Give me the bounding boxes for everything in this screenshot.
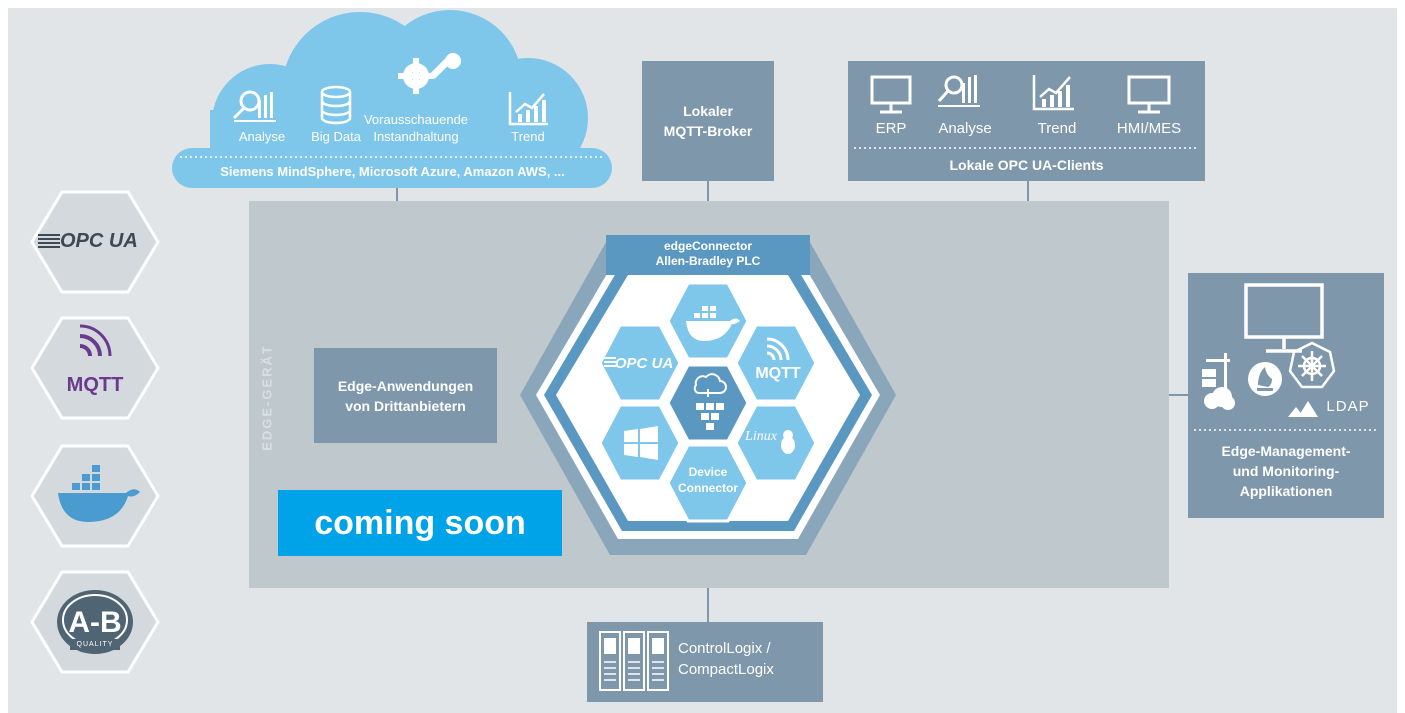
cloud-maintenance-label-1: Vorausschauende — [363, 112, 469, 127]
kubernetes-icon — [1288, 341, 1336, 389]
opcua-small-hex — [598, 323, 682, 403]
cloud-analytics-icon — [232, 90, 276, 122]
plc-label-2: CompactLogix — [678, 661, 774, 678]
edge-device-label: EDGE-GERÄT — [259, 344, 275, 451]
management-icons — [1194, 283, 1378, 431]
cloud-database-icon — [320, 85, 352, 125]
connector-linux-label: Linux — [745, 429, 777, 444]
connector-opcua-label: OPC UA — [614, 355, 674, 372]
opc-trend-icon — [1032, 75, 1074, 111]
opc-hmi-label: HMI/MES — [1116, 120, 1182, 137]
opc-clients-title: Lokale OPC UA-Clients — [949, 157, 1104, 173]
cloud-shape — [172, 10, 612, 188]
cloud-maintenance-label-2: Instandhaltung — [373, 129, 459, 144]
docker-small-icon — [686, 306, 740, 341]
mqtt-wave-icon — [79, 324, 112, 357]
opcua-small-stripes — [604, 357, 616, 367]
connector-mqtt-label: MQTT — [755, 365, 801, 382]
connector-device-label-2: Connector — [678, 481, 738, 495]
docker-whale-icon — [58, 465, 140, 522]
cloud-gear-wrench-icon — [398, 53, 461, 94]
cloud-trend-label: Trend — [511, 129, 545, 144]
side-opcua-stripes — [38, 234, 60, 248]
opc-analytics-icon — [937, 75, 980, 107]
connector-title-bar — [606, 235, 810, 275]
prometheus-icon — [1248, 362, 1282, 396]
connector-title-2: Allen-Bradley PLC — [655, 254, 761, 268]
side-mqtt-logo: MQTT — [66, 374, 124, 396]
opc-clients-box — [848, 61, 1205, 181]
mqtt-hex — [30, 316, 160, 420]
management-label-1: Edge-Management- — [1221, 443, 1351, 459]
opc-erp-label: ERP — [875, 120, 907, 137]
connector-title-1: edgeConnector — [663, 239, 752, 253]
container-crane-icon — [1202, 353, 1235, 410]
third-party-label-2: von Drittanbietern — [345, 397, 466, 414]
plc-rack-icon — [599, 631, 669, 691]
management-monitor-icon — [1244, 283, 1324, 353]
mqtt-broker-box: Lokaler MQTT-Broker — [642, 61, 774, 181]
device-small-hex — [666, 443, 750, 523]
opc-trend-label: Trend — [1037, 120, 1077, 137]
management-label-3: Applikationen — [1239, 483, 1333, 499]
connector-device-label-1: Device — [688, 465, 728, 479]
coming-soon-badge: coming soon — [278, 490, 562, 556]
plc-label-1: ControlLogix / — [678, 640, 771, 657]
cloud-trend-icon — [508, 92, 548, 126]
management-label-2: und Monitoring- — [1232, 463, 1340, 479]
broker-label-1: Lokaler — [683, 103, 733, 119]
cloud-analyse-label: Analyse — [238, 129, 286, 144]
side-opcua-logo: OPC UA — [60, 230, 138, 252]
windows-small-icon — [624, 426, 658, 460]
plc-box — [587, 622, 823, 702]
ab-logo-icon — [57, 590, 133, 654]
windows-small-hex — [598, 403, 682, 483]
side-ab-quality: QUALITY — [76, 641, 114, 648]
opc-analyse-label: Analyse — [938, 120, 992, 137]
hmi-monitor-icon — [1127, 75, 1171, 114]
linux-penguin-icon — [781, 430, 795, 454]
opc-clients-icons — [854, 75, 1199, 149]
cloud-modules-icon — [693, 373, 727, 430]
mqtt-small-hex — [734, 323, 818, 403]
side-logos — [30, 190, 160, 674]
cloud-bigdata-label: Big Data — [311, 129, 361, 144]
third-party-label-1: Edge-Anwendungen — [337, 377, 474, 394]
linux-small-hex — [734, 403, 818, 483]
side-ab-logo: A-B — [68, 606, 122, 639]
management-ldap-label: LDAP — [1326, 398, 1370, 415]
edge-connector-hex — [520, 235, 896, 555]
coming-soon-label: coming soon — [314, 503, 526, 542]
mqtt-small-wave-icon — [766, 337, 790, 361]
broker-label-2: MQTT-Broker — [663, 123, 753, 139]
mountains-icon — [1288, 401, 1318, 417]
cloud-providers: Siemens MindSphere, Microsoft Azure, Ama… — [220, 164, 565, 179]
opcua-hex — [30, 190, 160, 294]
third-party-box: Edge-Anwendungen von Drittanbietern — [314, 348, 497, 443]
erp-monitor-icon — [870, 75, 912, 114]
